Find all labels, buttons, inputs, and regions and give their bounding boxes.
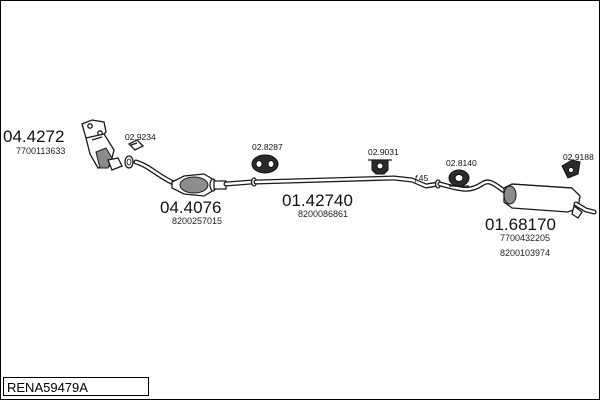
middle-pipe-number: 01.42740 <box>282 191 353 210</box>
gasket-icon-02-9234[interactable] <box>127 139 145 151</box>
rubber-1-label: 02.8287 <box>252 142 283 152</box>
front-cat-number: 04.4076 <box>160 198 221 217</box>
manifold-cat-oe: 7700113633 <box>16 146 65 156</box>
clamp-02-9031[interactable] <box>368 159 392 175</box>
rubber-2-label: 02.8140 <box>446 158 477 168</box>
rear-silencer-oe-1: 7700432205 <box>500 233 550 243</box>
gasket-02-9234[interactable] <box>124 155 134 169</box>
manifold-catalyst[interactable] <box>81 119 123 171</box>
rear-silencer-oe-2: 8200103974 <box>500 248 550 258</box>
gasket-label: 02.9234 <box>125 132 156 142</box>
middle-pipe-oe: 8200086861 <box>298 209 348 219</box>
rubber-mount-02-9188[interactable] <box>561 159 581 179</box>
diameter-label: ƒ45 <box>414 173 428 183</box>
manifold-cat-number: 04.4272 <box>3 127 64 146</box>
reference-code: RENA59479A <box>3 377 149 396</box>
front-cat-oe: 8200257015 <box>172 216 222 226</box>
front-catalyst[interactable] <box>171 173 227 197</box>
middle-pipe[interactable] <box>253 175 442 189</box>
rear-silencer-number: 01.68170 <box>485 215 556 234</box>
rubber-mount-02-8140[interactable] <box>448 169 470 187</box>
clamp-label: 02.9031 <box>368 147 399 157</box>
rear-silencer[interactable] <box>437 179 597 219</box>
rubber-mount-02-8287[interactable] <box>251 154 279 174</box>
rubber-3-label: 02.9188 <box>563 152 594 162</box>
